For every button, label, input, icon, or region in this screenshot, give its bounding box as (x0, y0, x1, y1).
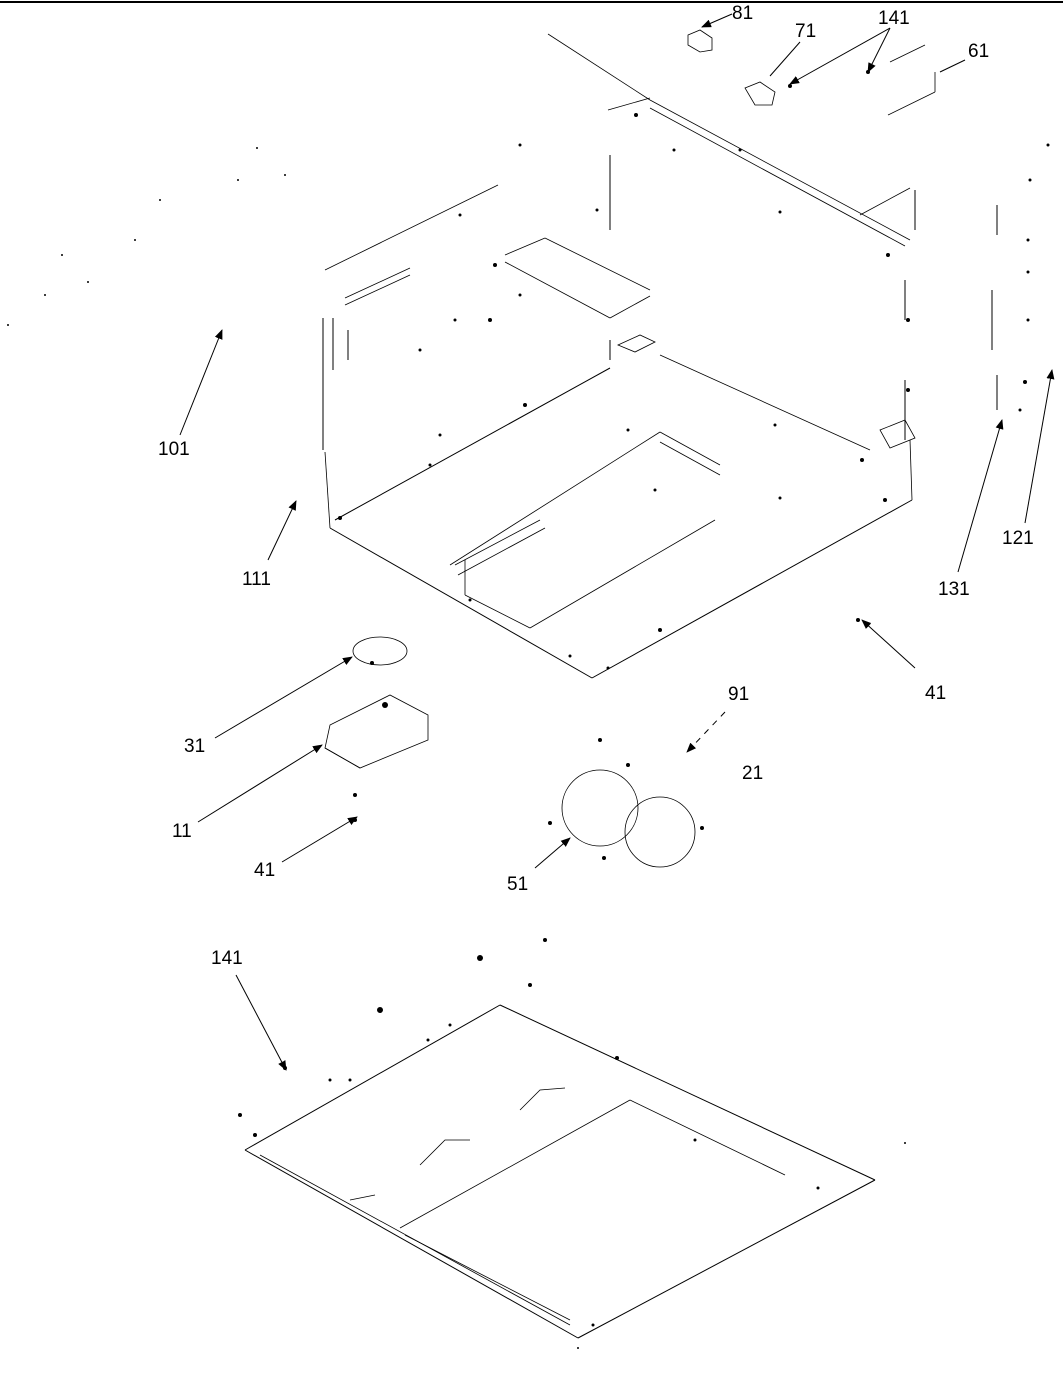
hinge-parts (687, 29, 936, 116)
callout-71: 71 (795, 21, 817, 42)
callout-61: 61 (968, 41, 990, 62)
callout-141-bottom: 141 (211, 948, 243, 969)
callout-11: 11 (172, 821, 192, 842)
base-plate (238, 938, 906, 1349)
cabinet-body (322, 33, 916, 679)
callout-121: 121 (1002, 528, 1034, 549)
callout-41-right: 41 (925, 683, 947, 704)
callout-91: 91 (728, 684, 750, 705)
callout-21: 21 (742, 763, 764, 784)
callout-81: 81 (732, 3, 754, 24)
blower-assembly (548, 618, 860, 868)
right-side-panel (991, 143, 1050, 412)
callout-141-top: 141 (878, 8, 910, 29)
callout-131: 131 (938, 579, 970, 600)
callout-41-left: 41 (254, 860, 276, 881)
side-panel-faint (7, 147, 286, 326)
callout-31: 31 (184, 736, 206, 757)
leader-lines (179, 13, 1055, 1071)
motor-assembly (324, 636, 429, 822)
callout-51: 51 (507, 874, 529, 895)
callout-101: 101 (158, 439, 190, 460)
callout-111: 111 (242, 569, 271, 590)
